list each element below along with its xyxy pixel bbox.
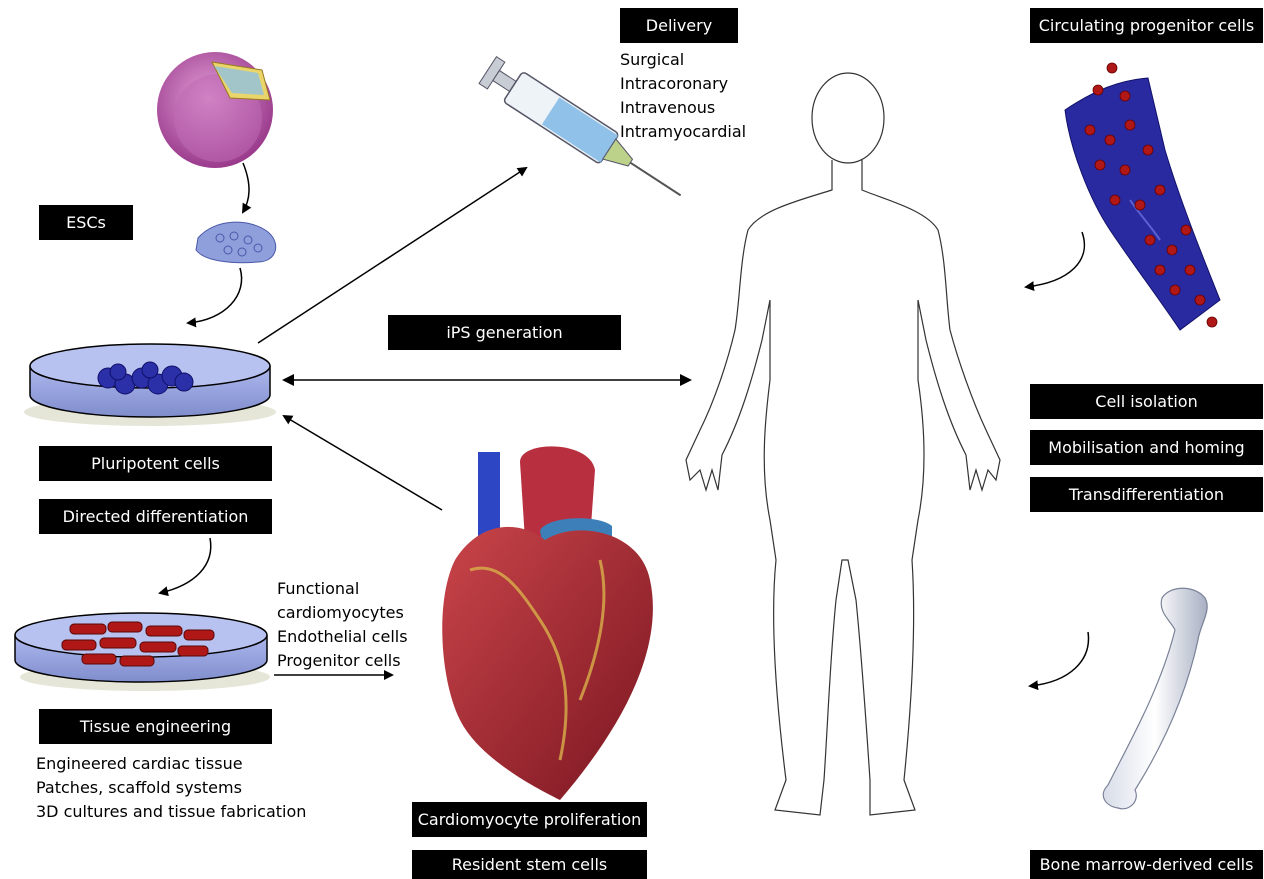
delivery-methods-list: Surgical Intracoronary Intravenous Intra… (620, 48, 746, 144)
human-body-outline (686, 73, 1000, 815)
label-circulating-progenitor-cells: Circulating progenitor cells (1030, 8, 1263, 43)
derived-cells-list: Functional cardiomyocytes Endothelial ce… (277, 577, 408, 673)
delivery-method: Intracoronary (620, 72, 746, 96)
derived-cell-line: Progenitor cells (277, 649, 408, 673)
label-mobilisation-and-homing: Mobilisation and homing (1030, 430, 1263, 465)
tissue-engineering-list: Engineered cardiac tissue Patches, scaff… (36, 752, 306, 824)
petri-dish-cardiomyocytes (15, 613, 270, 691)
arrow-vessel-to-body (1026, 232, 1084, 287)
label-transdifferentiation: Transdifferentiation (1030, 477, 1263, 512)
arrow-blastocyst-to-cells (243, 163, 249, 212)
tissue-item: Engineered cardiac tissue (36, 752, 306, 776)
label-delivery: Delivery (620, 8, 738, 43)
label-tissue-engineering: Tissue engineering (39, 709, 272, 744)
tissue-item: 3D cultures and tissue fabrication (36, 800, 306, 824)
label-cell-isolation: Cell isolation (1030, 384, 1263, 419)
bone-illustration (1103, 588, 1207, 809)
derived-cell-line: Functional (277, 577, 408, 601)
label-ips-generation: iPS generation (388, 315, 621, 350)
delivery-method: Intramyocardial (620, 120, 746, 144)
blood-vessel-illustration (1065, 63, 1220, 330)
delivery-method: Intravenous (620, 96, 746, 120)
derived-cell-line: cardiomyocytes (277, 601, 408, 625)
arrow-differentiation (160, 538, 211, 593)
blastocyst-illustration (157, 52, 273, 168)
label-directed-differentiation: Directed differentiation (39, 499, 272, 534)
tissue-item: Patches, scaffold systems (36, 776, 306, 800)
label-bone-marrow-derived-cells: Bone marrow-derived cells (1030, 850, 1263, 879)
delivery-method: Surgical (620, 48, 746, 72)
label-pluripotent-cells: Pluripotent cells (39, 446, 272, 481)
inner-cell-mass-illustration (196, 222, 276, 263)
petri-dish-pluripotent (24, 344, 276, 426)
arrow-heart-to-dish (284, 416, 442, 510)
label-resident-stem-cells: Resident stem cells (412, 850, 647, 879)
arrow-cells-to-dish (188, 268, 242, 323)
label-cardiomyocyte-proliferation: Cardiomyocyte proliferation (412, 802, 647, 837)
derived-cell-line: Endothelial cells (277, 625, 408, 649)
heart-illustration (442, 446, 653, 800)
arrow-bone-to-body (1030, 632, 1088, 686)
label-escs: ESCs (39, 205, 133, 240)
